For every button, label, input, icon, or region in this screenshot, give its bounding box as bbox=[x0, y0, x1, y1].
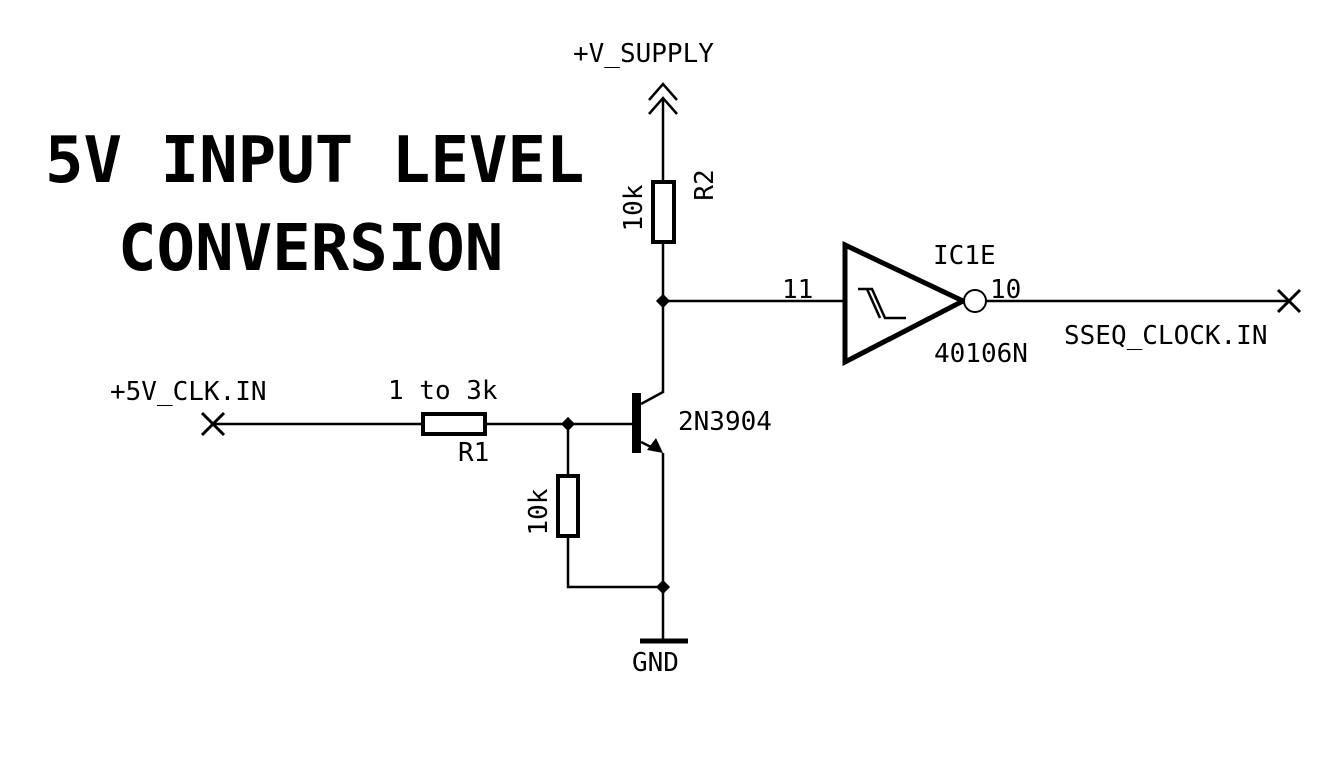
r3-resistor bbox=[556, 474, 580, 538]
ic-part: 40106N bbox=[934, 339, 1028, 369]
title-line-1: 5V INPUT LEVEL bbox=[45, 124, 584, 198]
junction-ground bbox=[655, 579, 671, 595]
input-port-label: +5V_CLK.IN bbox=[110, 377, 267, 407]
r3-value: 10k bbox=[524, 488, 554, 535]
ic-pin-in: 11 bbox=[782, 275, 813, 305]
transistor-part: 2N3904 bbox=[678, 407, 772, 437]
r2-value: 10k bbox=[619, 184, 649, 231]
r2-resistor bbox=[651, 180, 676, 244]
r1-value: 1 to 3k bbox=[388, 376, 498, 406]
pulldown-return-wire bbox=[566, 536, 663, 589]
title-line-2: CONVERSION bbox=[118, 212, 503, 286]
npn-transistor bbox=[632, 390, 664, 453]
emitter-arrow-icon bbox=[647, 438, 663, 453]
output-port-x-icon bbox=[1276, 288, 1302, 314]
hysteresis-icon bbox=[858, 287, 906, 320]
ic-name: IC1E bbox=[933, 241, 996, 271]
r1-resistor bbox=[421, 412, 487, 436]
r2-name: R2 bbox=[690, 169, 720, 200]
ground-label: GND bbox=[632, 648, 679, 678]
inverter-bubble bbox=[963, 289, 987, 313]
output-port-label: SSEQ_CLOCK.IN bbox=[1064, 321, 1268, 351]
r1-name: R1 bbox=[458, 438, 489, 468]
supply-label: +V_SUPPLY bbox=[573, 39, 714, 69]
schmitt-inverter bbox=[842, 241, 987, 367]
